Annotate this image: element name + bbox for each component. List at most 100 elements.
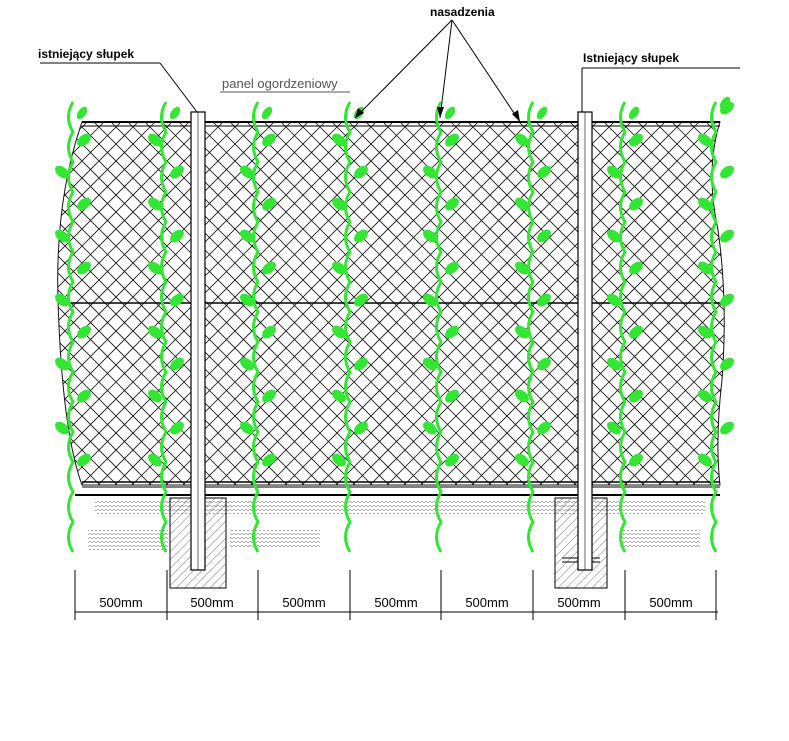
leaf [445,389,459,403]
leaf [332,133,346,147]
leaf [515,133,529,147]
leaf [240,293,254,307]
dimension-line: 500mm 500mm 500mm 500mm 500mm 500mm 500m… [74,570,718,620]
leaf [240,357,254,371]
leaf [148,261,162,275]
leaf [170,357,184,371]
leaf [445,197,459,211]
dimension-label: 500mm [649,595,692,610]
leaf [629,133,643,147]
leaf [444,106,456,120]
leaf [445,261,459,275]
leaf [445,325,459,339]
leaf [261,106,273,120]
plant [698,96,734,553]
leaf [77,197,91,211]
plant [55,101,91,553]
dimension-label: 500mm [374,595,417,610]
leaf [607,421,621,435]
leaf [720,293,734,307]
leaf [55,229,69,243]
leaf [170,165,184,179]
leaf [240,229,254,243]
plant [148,101,184,553]
leaf [77,389,91,403]
leaf [536,106,548,120]
leaf [720,357,734,371]
dimension-label: 500mm [282,595,325,610]
leaf [332,325,346,339]
post-right [577,111,593,571]
leaf [332,453,346,467]
leaf [170,229,184,243]
leaf [148,133,162,147]
leaf [698,197,712,211]
leaf [148,325,162,339]
leaf [423,165,437,179]
label-post-left: istniejący słupek [38,47,134,61]
leaf [262,325,276,339]
dimension-label: 500mm [190,595,233,610]
leaf [423,229,437,243]
leaf [515,389,529,403]
leaf [515,261,529,275]
leaf [354,165,368,179]
leaf [169,106,181,120]
leaf [262,197,276,211]
leaf [629,261,643,275]
leaf [629,389,643,403]
leaf [170,293,184,307]
leaf [537,165,551,179]
leaf [720,165,734,179]
leaf [698,389,712,403]
leaf [445,133,459,147]
leaf [332,261,346,275]
leaf [240,421,254,435]
leaf [607,165,621,179]
label-panel: panel ogordzeniowy [222,76,338,91]
plant [515,101,551,553]
leaf [55,293,69,307]
leaf [148,453,162,467]
leaf [354,293,368,307]
leaf [148,389,162,403]
plant [240,101,276,553]
leaf [76,106,88,120]
leaf [698,325,712,339]
leaf [628,106,640,120]
leaf [148,197,162,211]
leaf [537,357,551,371]
leaf [698,453,712,467]
leaf [537,229,551,243]
leaf [240,165,254,179]
leaf [607,229,621,243]
leaf [354,229,368,243]
leaf [629,325,643,339]
leaf [332,389,346,403]
leaf [55,421,69,435]
plant [607,101,643,553]
leaf [77,133,91,147]
leaf [332,197,346,211]
plant [423,101,459,553]
leaf [354,421,368,435]
climbing-plants [55,96,734,553]
leaf [423,357,437,371]
plant [332,101,368,553]
leaf [720,421,734,435]
leaf [262,261,276,275]
leaf [515,453,529,467]
leaf [720,229,734,243]
leaf [77,453,91,467]
leaf [262,133,276,147]
fence-panel [57,121,725,488]
leaf [537,421,551,435]
leaf [262,389,276,403]
leaf [515,325,529,339]
leaf [262,453,276,467]
dimension-label: 500mm [557,595,600,610]
post-left [190,111,206,571]
leaf [55,165,69,179]
leaf [607,357,621,371]
